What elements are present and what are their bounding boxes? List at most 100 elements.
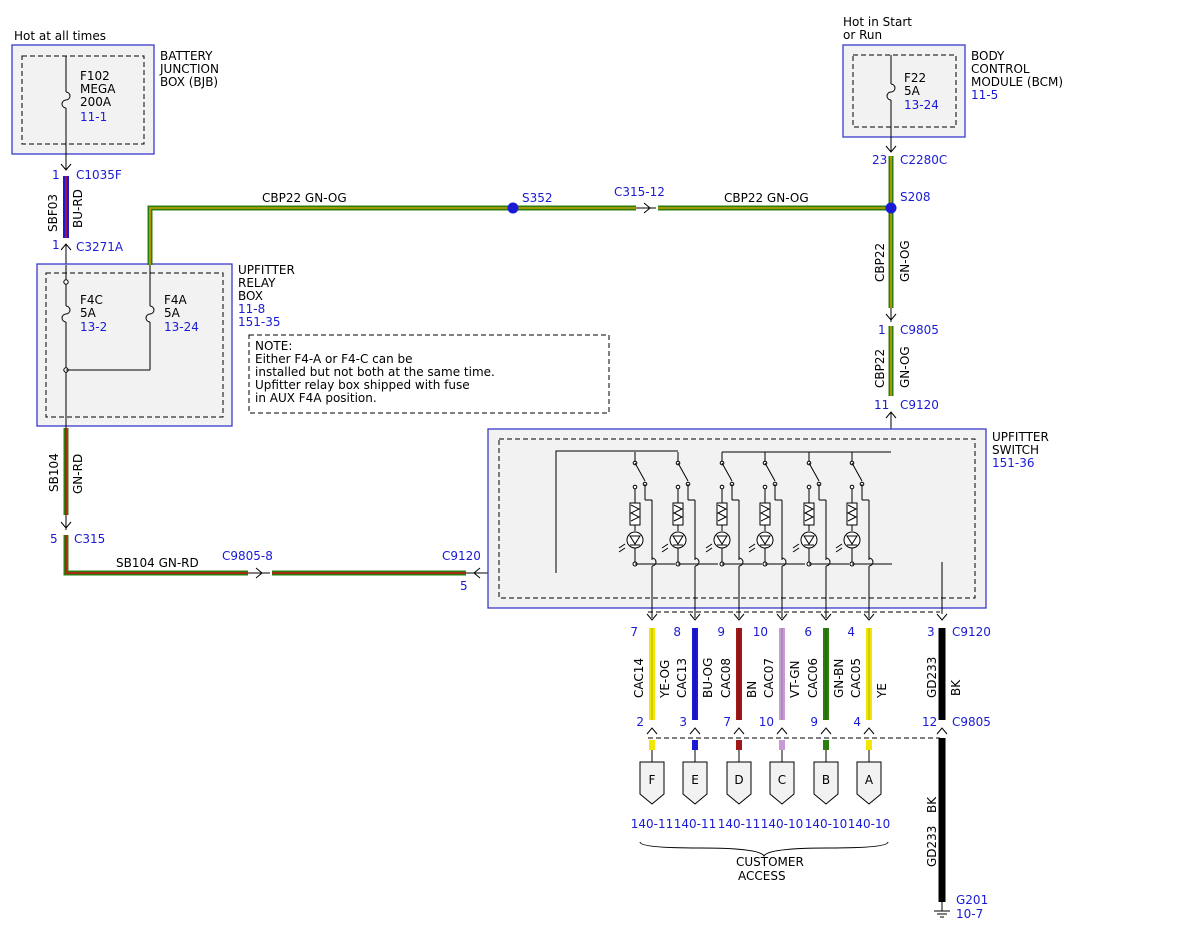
s208-label[interactable]: S208 bbox=[900, 190, 931, 204]
connector-arrow-icon bbox=[646, 613, 658, 621]
terminal-icon[interactable] bbox=[682, 761, 708, 805]
led-icon bbox=[800, 531, 818, 549]
connector-arrow-icon bbox=[863, 727, 875, 735]
wire-sbf03-color: BU-RD bbox=[71, 189, 85, 228]
switch-cell bbox=[748, 452, 805, 618]
s352-label[interactable]: S352 bbox=[522, 191, 553, 205]
switch-cells bbox=[618, 452, 892, 618]
g201-ref[interactable]: 10-7 bbox=[956, 907, 983, 921]
switch-contact-icon bbox=[634, 462, 646, 482]
relay-box-inner-outline bbox=[45, 272, 224, 418]
c9120-top-pin: 11 bbox=[874, 398, 889, 412]
wire-color-label: BN bbox=[745, 681, 759, 698]
note-title: NOTE: bbox=[255, 339, 292, 353]
c2280c-connector[interactable]: C2280C bbox=[900, 153, 947, 167]
splice-s208[interactable] bbox=[885, 202, 897, 214]
switch-contact-icon bbox=[721, 462, 733, 482]
splice-s352[interactable] bbox=[507, 202, 519, 214]
bjb-name-line2: JUNCTION bbox=[159, 62, 219, 76]
resistor-icon bbox=[672, 502, 684, 526]
terminal-icon[interactable] bbox=[813, 761, 839, 805]
g201-label[interactable]: G201 bbox=[956, 893, 988, 907]
c9120-left-connector[interactable]: C9120 bbox=[442, 549, 481, 563]
led-icon bbox=[756, 531, 774, 549]
terminal-label: D bbox=[734, 773, 743, 787]
bjb-box bbox=[11, 44, 155, 155]
connector-arrow-icon bbox=[646, 727, 658, 735]
switch-cell bbox=[792, 452, 849, 618]
bcm-ref[interactable]: 11-5 bbox=[971, 88, 998, 102]
note-line: installed but not both at the same time. bbox=[255, 365, 495, 379]
terminal-label: E bbox=[691, 773, 699, 787]
relay-box-ref1[interactable]: 11-8 bbox=[238, 302, 265, 316]
fuse-f4c-ref[interactable]: 13-2 bbox=[80, 320, 107, 334]
customer-access-label: CUSTOMER bbox=[736, 855, 804, 869]
connector-arrow-icon bbox=[885, 145, 897, 153]
relay-box-ref2[interactable]: 151-35 bbox=[238, 315, 281, 329]
terminal-icon[interactable] bbox=[639, 761, 665, 805]
upfitter-switch-name: UPFITTER bbox=[992, 430, 1049, 444]
pin-top: 7 bbox=[630, 625, 638, 639]
wire-name-label: CAC07 bbox=[762, 658, 776, 698]
terminal-ref[interactable]: 140-11 bbox=[718, 817, 761, 831]
led-icon bbox=[713, 531, 731, 549]
connector-arrow-icon bbox=[60, 163, 72, 171]
fuse-f4c-icon bbox=[61, 305, 71, 323]
pin-bottom: 4 bbox=[853, 715, 861, 729]
wire-name-label: CAC08 bbox=[719, 658, 733, 698]
c9120-bottom-connector[interactable]: C9120 bbox=[952, 625, 991, 639]
terminal-ref[interactable]: 140-10 bbox=[805, 817, 848, 831]
terminal-ref[interactable]: 140-11 bbox=[631, 817, 674, 831]
fuse-f4a-ref[interactable]: 13-24 bbox=[164, 320, 199, 334]
resistor-icon bbox=[846, 502, 858, 526]
terminal-ref[interactable]: 140-11 bbox=[674, 817, 717, 831]
wire-cbp22-right-label: CBP22 GN-OG bbox=[724, 191, 809, 205]
c9120-left-pin: 5 bbox=[460, 579, 468, 593]
c1035f-connector[interactable]: C1035F bbox=[76, 168, 122, 182]
fuse-f22-ref[interactable]: 13-24 bbox=[904, 98, 939, 112]
c9805-top-connector[interactable]: C9805 bbox=[900, 323, 939, 337]
c315-connector[interactable]: C315 bbox=[74, 532, 105, 546]
fuse-f4c-rating: 5A bbox=[80, 306, 97, 320]
connector-arrow-icon bbox=[689, 727, 701, 735]
terminal-icon[interactable] bbox=[856, 761, 882, 805]
pin-bottom: 2 bbox=[636, 715, 644, 729]
terminal-icon[interactable] bbox=[769, 761, 795, 805]
wire-name-label: CAC14 bbox=[632, 658, 646, 698]
c3271a-connector[interactable]: C3271A bbox=[76, 240, 124, 254]
switch-cell bbox=[705, 452, 762, 618]
wire-cbp22-v2-color: GN-OG bbox=[898, 346, 912, 388]
connector-arrow-icon bbox=[936, 613, 948, 621]
terminal-icon[interactable] bbox=[726, 761, 752, 805]
pin-top: 6 bbox=[804, 625, 812, 639]
pin-top: 4 bbox=[847, 625, 855, 639]
fuse-f4a-label: F4A bbox=[164, 293, 188, 307]
c9805-8-connector[interactable]: C9805-8 bbox=[222, 549, 273, 563]
c9120-top-connector[interactable]: C9120 bbox=[900, 398, 939, 412]
switch-contact-icon bbox=[677, 462, 689, 482]
c9805-bottom-connector[interactable]: C9805 bbox=[952, 715, 991, 729]
c315-12-connector[interactable]: C315-12 bbox=[614, 185, 665, 199]
note-line: Either F4-A or F4-C can be bbox=[255, 352, 413, 366]
terminal-ref[interactable]: 140-10 bbox=[761, 817, 804, 831]
wire-name-label: CAC06 bbox=[806, 658, 820, 698]
terminal-ref[interactable]: 140-10 bbox=[848, 817, 891, 831]
resistor-icon bbox=[803, 502, 815, 526]
connector-arrow-icon bbox=[776, 613, 788, 621]
fuse-f102-ref[interactable]: 11-1 bbox=[80, 110, 107, 124]
note-line: in AUX F4A position. bbox=[255, 391, 377, 405]
wire-color-label: VT-GN bbox=[788, 661, 802, 698]
connector-arrow-icon bbox=[255, 567, 263, 579]
pin-bottom: 7 bbox=[723, 715, 731, 729]
fuse-f102-icon bbox=[61, 91, 71, 109]
terminal-label: A bbox=[865, 773, 874, 787]
wire-color-label: YE-OG bbox=[658, 660, 672, 699]
upfitter-switch-ref[interactable]: 151-36 bbox=[992, 456, 1035, 470]
relay-box-name-line3: BOX bbox=[238, 289, 263, 303]
customer-access-label-line2: ACCESS bbox=[738, 869, 786, 883]
